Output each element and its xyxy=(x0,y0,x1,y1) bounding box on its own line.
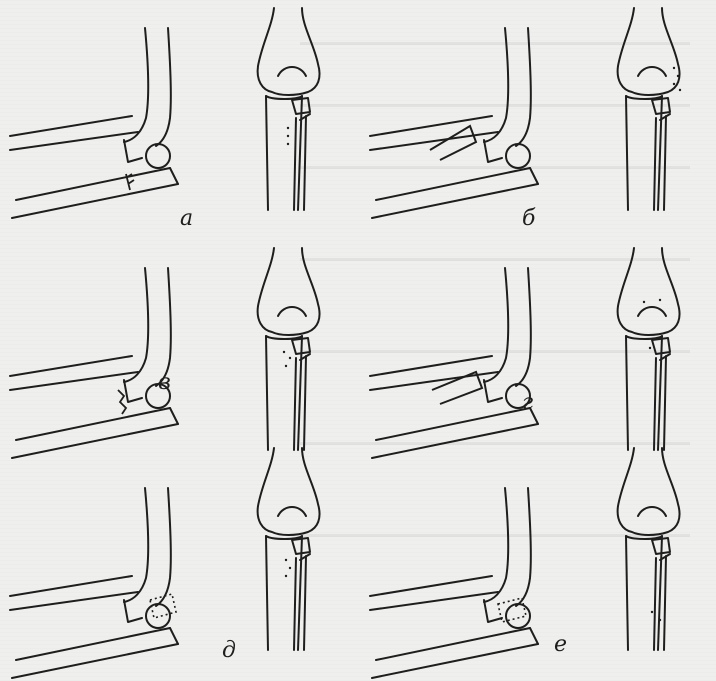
panel-c-fracture-dots xyxy=(283,351,291,367)
panel-e-front-view xyxy=(258,448,320,650)
panel-f-front-view xyxy=(618,448,680,650)
panel-d-lateral-view xyxy=(370,268,538,458)
panel-label-b: б xyxy=(522,206,535,231)
panel-b-front-view xyxy=(618,8,680,210)
panel-a-fracture-dots xyxy=(287,127,289,145)
panel-f-lateral-view xyxy=(370,488,538,678)
panel-label-d: г xyxy=(522,390,533,415)
panel-b-displaced-fragment xyxy=(430,126,476,160)
panel-e-lateral-view xyxy=(10,488,178,678)
panel-label-c: в xyxy=(158,370,171,395)
panel-d-front-view xyxy=(618,248,680,450)
panel-a-lateral-view xyxy=(10,28,178,218)
panel-c-lateral-view xyxy=(10,268,178,458)
panel-b-lateral-view xyxy=(370,28,538,218)
panel-label-a: а xyxy=(180,206,193,231)
panel-label-f: е xyxy=(554,632,567,657)
panel-c-front-view xyxy=(258,248,320,450)
panel-label-e: д xyxy=(222,638,236,663)
panel-e-fracture-dots xyxy=(285,559,291,577)
panel-a-front-view xyxy=(258,8,320,210)
panel-c-serrated-fracture xyxy=(118,390,126,414)
